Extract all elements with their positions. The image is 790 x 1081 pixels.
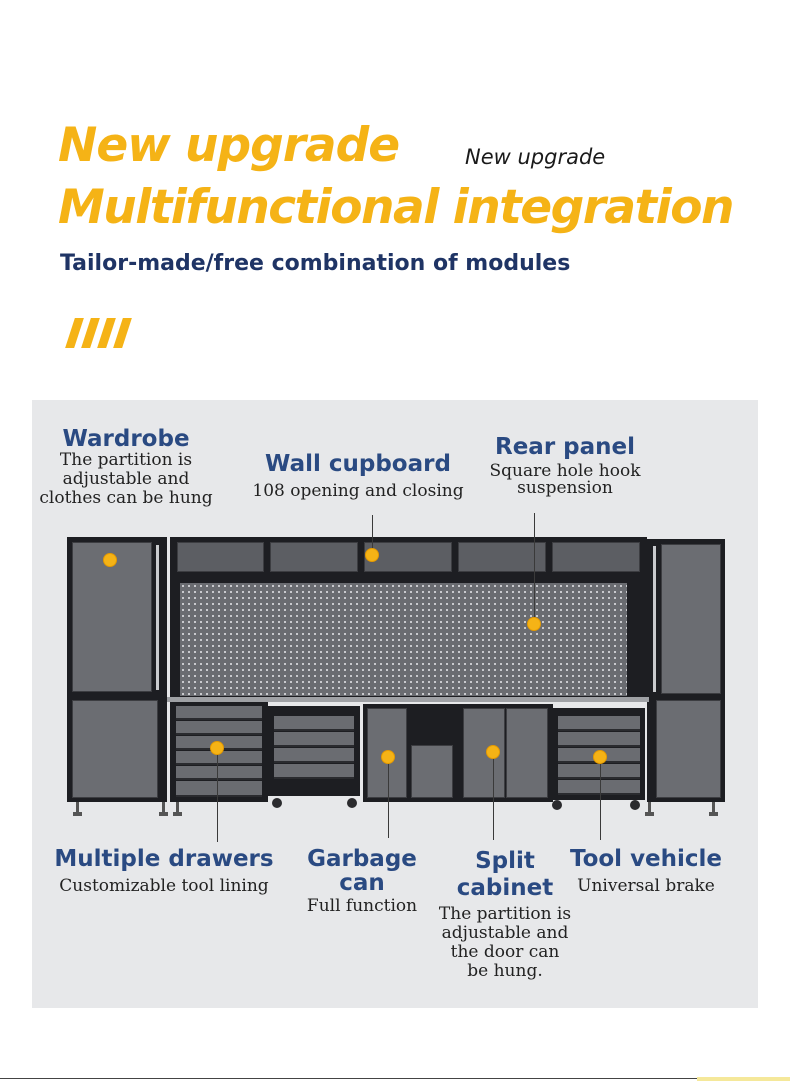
label-split-cabinet-title-1: Split — [475, 848, 535, 874]
label-garbage-can-desc: Full function — [306, 896, 418, 916]
leader-split-cabinet — [493, 754, 494, 840]
bottom-accent-bar — [697, 1077, 790, 1081]
label-garbage-can-title-2: can — [339, 870, 385, 896]
label-rear-panel-title: Rear panel — [494, 434, 636, 460]
tool-vehicle-drawer-1 — [558, 716, 640, 731]
label-wardrobe-desc-1: The partition is — [59, 450, 193, 470]
leader-multiple-drawers — [217, 750, 218, 842]
label-split-cabinet: Split cabinet The partition is adjustabl… — [432, 847, 578, 981]
foot-4 — [648, 802, 651, 814]
bottom-divider — [0, 1078, 790, 1079]
foot-pad-2 — [159, 812, 168, 816]
foot-1 — [76, 802, 79, 814]
wall-cupboard-door-1 — [177, 542, 264, 572]
label-rear-panel-desc-2: suspension — [517, 478, 613, 498]
headline-multifunctional: Multifunctional integration — [58, 180, 734, 235]
label-tool-vehicle-desc: Universal brake — [577, 876, 715, 896]
right-wardrobe-handle — [653, 546, 656, 692]
split-cabinet-right-door — [506, 708, 548, 798]
label-garbage-can-title-1: Garbage — [307, 846, 417, 872]
marker-tool-vehicle-dot-icon — [593, 750, 607, 764]
worktop — [167, 697, 649, 702]
marker-garbage-can-dot-icon — [381, 750, 395, 764]
right-wardrobe-upper-door — [661, 544, 721, 694]
leader-tool-vehicle — [600, 760, 601, 840]
label-wardrobe-desc-2: adjustable and — [62, 469, 190, 489]
tagline: Tailor-made/free combination of modules — [60, 251, 571, 276]
garbage-can-lower-door — [411, 745, 453, 798]
marker-wall-cupboard-dot-icon — [365, 548, 379, 562]
rear-pegboard — [180, 583, 627, 696]
label-garbage-can: Garbage can Full function — [300, 847, 424, 916]
foot-pad-5 — [709, 812, 718, 816]
wardrobe-upper-door — [72, 542, 152, 692]
label-multiple-drawers-desc: Customizable tool lining — [59, 876, 269, 896]
tool-vehicle-drawer-4 — [558, 764, 640, 779]
marker-split-cabinet-dot-icon — [486, 745, 500, 759]
leader-garbage-can — [388, 758, 389, 838]
label-tool-vehicle: Tool vehicle Universal brake — [566, 847, 726, 896]
headline-new-upgrade: New upgrade — [58, 118, 400, 173]
tool-vehicle-drawer-5 — [558, 780, 640, 795]
drawer-4 — [176, 751, 262, 765]
leader-wall-cupboard — [372, 515, 373, 555]
label-rear-panel-desc-1: Square hole hook — [489, 461, 641, 481]
drawer-mid-3 — [274, 748, 354, 763]
tool-vehicle-wheel-right — [630, 800, 640, 810]
marker-wardrobe-dot-icon — [103, 553, 117, 567]
label-wardrobe: Wardrobe The partition is adjustable and… — [36, 427, 216, 508]
label-wardrobe-title: Wardrobe — [62, 426, 190, 452]
mid-wheel-right — [347, 798, 357, 808]
label-wall-cupboard-title: Wall cupboard — [265, 451, 451, 477]
drawer-5 — [176, 766, 262, 780]
label-multiple-drawers-title: Multiple drawers — [54, 846, 274, 872]
foot-pad-4 — [645, 812, 654, 816]
wardrobe-lower-door — [72, 700, 158, 798]
foot-2 — [162, 802, 165, 814]
tool-vehicle-wheel-left — [552, 800, 562, 810]
right-wardrobe-lower-door — [656, 700, 721, 798]
foot-5 — [712, 802, 715, 814]
drawer-mid-4 — [274, 764, 354, 779]
tool-vehicle-drawer-2 — [558, 732, 640, 747]
label-multiple-drawers: Multiple drawers Customizable tool linin… — [52, 847, 276, 896]
marker-rear-panel-dot-icon — [527, 617, 541, 631]
headline-subtitle: New upgrade — [465, 145, 606, 169]
label-wall-cupboard: Wall cupboard 108 opening and closing — [248, 452, 468, 501]
label-split-cabinet-desc-2: adjustable and — [441, 923, 569, 943]
label-split-cabinet-desc-4: be hung. — [467, 961, 543, 981]
leader-rear-panel — [534, 513, 535, 623]
decorative-slashes-icon — [65, 318, 136, 350]
drawer-1 — [176, 706, 262, 720]
mid-wheel-left — [272, 798, 282, 808]
drawer-6 — [176, 781, 262, 797]
wall-cupboard-door-2 — [270, 542, 358, 572]
drawer-mid-1 — [274, 716, 354, 731]
label-tool-vehicle-title: Tool vehicle — [569, 846, 723, 872]
label-split-cabinet-desc-3: the door can — [450, 942, 560, 962]
foot-pad-1 — [73, 812, 82, 816]
label-split-cabinet-title-2: cabinet — [456, 875, 554, 901]
label-wall-cupboard-desc: 108 opening and closing — [252, 481, 464, 501]
drawer-mid-2 — [274, 732, 354, 747]
label-wardrobe-desc-3: clothes can be hung — [39, 488, 213, 508]
drawer-2 — [176, 721, 262, 735]
wall-cupboard-door-5 — [552, 542, 640, 572]
label-rear-panel: Rear panel Square hole hook suspension — [480, 435, 650, 497]
wardrobe-handle — [156, 545, 159, 690]
wall-cupboard-door-4 — [458, 542, 546, 572]
label-split-cabinet-desc-1: The partition is — [438, 904, 572, 924]
foot-3 — [176, 802, 179, 814]
foot-pad-3 — [173, 812, 182, 816]
marker-multiple-drawers-dot-icon — [210, 741, 224, 755]
